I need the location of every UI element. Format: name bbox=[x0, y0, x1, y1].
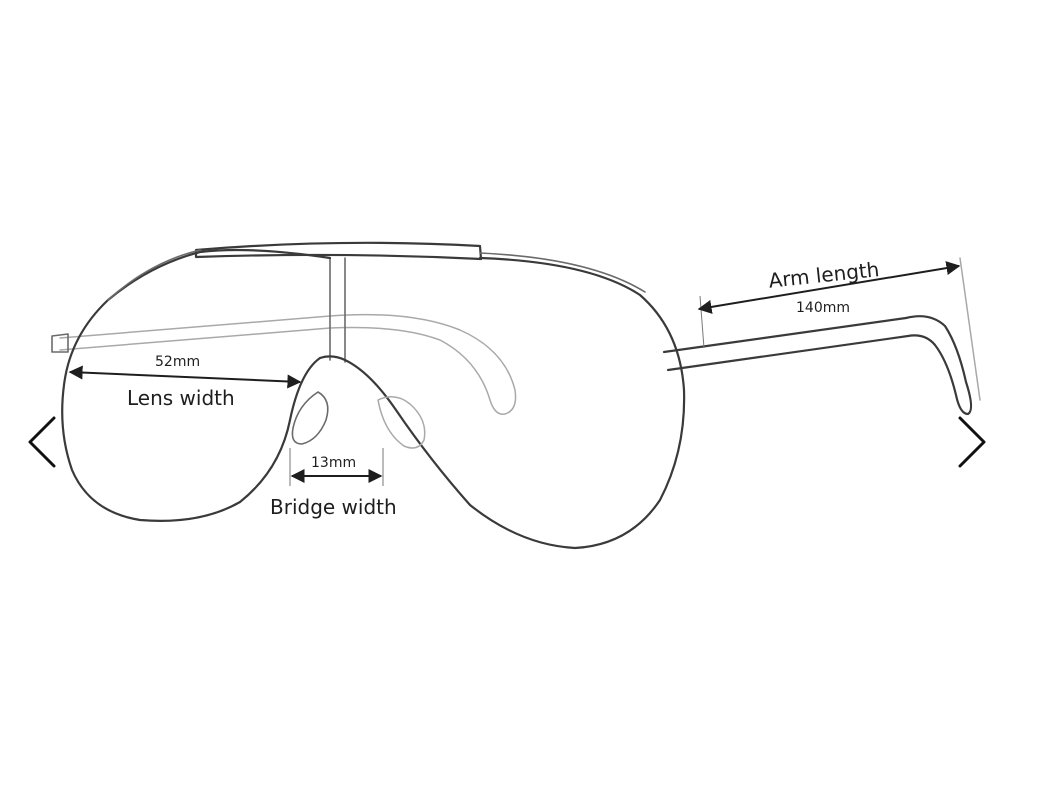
previous-image-button[interactable] bbox=[24, 410, 58, 474]
arm-length-tick-left bbox=[699, 295, 705, 349]
left-end-piece bbox=[51, 333, 69, 353]
bridge-stem bbox=[329, 257, 346, 363]
top-rim bbox=[107, 249, 646, 301]
arm-length-guide bbox=[959, 257, 981, 401]
right-lens bbox=[343, 256, 686, 550]
arm-length-arrow bbox=[697, 261, 961, 314]
chevron-left-icon bbox=[28, 416, 56, 468]
left-lens bbox=[61, 248, 332, 522]
chevron-right-icon bbox=[958, 416, 986, 468]
far-temple-arm bbox=[59, 313, 517, 415]
near-temple-arm bbox=[662, 315, 973, 416]
nose-bridge bbox=[318, 355, 347, 362]
lens-width-label: Lens width bbox=[127, 386, 235, 410]
bridge-width-label: Bridge width bbox=[270, 495, 397, 519]
left-nose-pad bbox=[291, 391, 329, 445]
next-image-button[interactable] bbox=[956, 410, 990, 474]
right-nose-pad bbox=[377, 396, 426, 449]
arm-length-value: 140mm bbox=[796, 300, 850, 316]
bridge-width-value: 13mm bbox=[311, 455, 356, 471]
lens-width-arrow bbox=[68, 365, 302, 389]
lens-width-value: 52mm bbox=[155, 354, 200, 370]
